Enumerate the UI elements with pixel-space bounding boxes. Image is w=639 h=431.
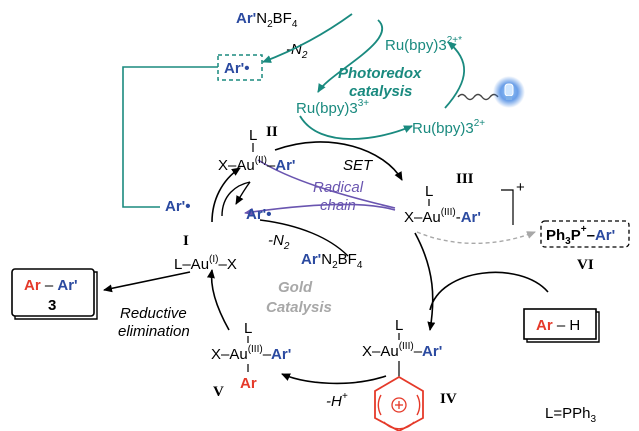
- complex-II-formula: X–Au(II)–Ar': [218, 155, 296, 174]
- arrow-radical-chain: [244, 203, 396, 216]
- complex-I: I L–Au(I)–X: [174, 233, 237, 273]
- aryl-radical-box-label: Ar'•: [224, 60, 250, 77]
- arrow-I-to-II: [211, 167, 241, 223]
- radical-feed-line: [122, 66, 218, 208]
- complex-II: II L X–Au(II)–Ar': [218, 124, 296, 174]
- arrow-II-to-III: [274, 141, 403, 181]
- complex-IV-label: IV: [440, 391, 457, 407]
- set-label: SET: [343, 157, 374, 174]
- arrow-radical-chain-upper: [257, 159, 396, 209]
- complex-V-formula: X–Au(III)–Ar': [211, 344, 291, 363]
- complex-III: III L X–Au(III)-Ar' +: [404, 171, 525, 226]
- aryldiazonium-mid: Ar'N2BF4: [301, 251, 363, 271]
- arenium-ring: [374, 375, 424, 431]
- ru-excited: Ru(bpy)32+*: [385, 35, 462, 54]
- product-frame: [11, 268, 95, 317]
- product-formula: Ar – Ar': [24, 277, 78, 294]
- complex-IV-L: L: [395, 317, 403, 334]
- complex-I-formula: L–Au(I)–X: [174, 254, 237, 273]
- complex-III-bracket: [501, 189, 514, 225]
- arrow-arene-in: [429, 271, 549, 311]
- radical-chain-2: chain: [320, 197, 356, 214]
- complex-VI-formula: Ph3P+–Ar': [546, 224, 615, 247]
- photoredox-title-1: Photoredox: [338, 65, 422, 82]
- arrow-ground-to-excited: [444, 41, 466, 109]
- complex-V-label: V: [213, 384, 224, 400]
- light-wave: [457, 93, 499, 101]
- arrow-excited-to-oxidized: [317, 19, 383, 93]
- gold-title-2: Catalysis: [266, 299, 332, 316]
- complex-V-L: L: [244, 320, 252, 337]
- gold-title-1: Gold: [278, 279, 313, 296]
- complex-III-label: III: [456, 171, 474, 187]
- complex-II-L: L: [249, 127, 257, 144]
- aryl-radical-left: Ar'•: [165, 198, 191, 215]
- complex-VI-label: VI: [577, 257, 594, 273]
- arrow-V-to-I: [206, 269, 230, 331]
- complex-III-formula: X–Au(III)-Ar': [404, 207, 481, 226]
- complex-IV-formula: X–Au(III)–Ar': [362, 341, 442, 360]
- product-number: 3: [48, 297, 56, 314]
- reductive-2: elimination: [118, 323, 190, 340]
- photoredox-title-2: catalysis: [349, 83, 412, 100]
- arrow-III-to-IV: [414, 232, 436, 331]
- aryldiazonium-top: Ar'N2BF4: [236, 10, 298, 30]
- ligand-definition: L=PPh3: [545, 405, 596, 425]
- complex-I-label: I: [183, 233, 189, 249]
- arrow-diazonium-to-radical: [262, 13, 353, 63]
- radical-chain-1: Radical: [313, 179, 364, 196]
- ru-ground: Ru(bpy)32+: [412, 118, 485, 137]
- arene-frame: [523, 308, 597, 340]
- arrow-diazonium-chain: [259, 219, 349, 257]
- arene-box: Ar – H: [523, 308, 600, 343]
- gold-cycle: SET -H+ Radical chain -N2 Ar'N2BF4 Ar'• …: [165, 141, 549, 410]
- minus-n2-mid: -N2: [268, 232, 290, 252]
- complex-V: L X–Au(III)–Ar' Ar V: [211, 320, 291, 400]
- arrow-oxidized-to-ground: [299, 115, 413, 140]
- aryl-radical-mid: Ar'•: [246, 206, 272, 223]
- complex-V-ar: Ar: [240, 375, 257, 392]
- complex-VI-box: [540, 220, 630, 248]
- minus-h-label: -H+: [326, 391, 348, 410]
- complex-III-L: L: [425, 183, 433, 200]
- complex-III-charge: +: [516, 179, 525, 196]
- light-bulb-icon: [504, 83, 514, 100]
- arrow-IV-to-V: [281, 373, 387, 385]
- reductive-1: Reductive: [120, 305, 187, 322]
- complex-II-label: II: [266, 124, 278, 140]
- arrow-radical-add-head: [235, 181, 251, 205]
- product-box: Ar – Ar' 3: [11, 268, 98, 320]
- arrow-radical-add: [221, 181, 251, 217]
- arrow-to-VI: [416, 231, 536, 245]
- complex-IV: L X–Au(III)–Ar' IV: [362, 317, 457, 431]
- photoredox-cycle: Ar'N2BF4 -N2 Ru(bpy)32+* Photoredox cata…: [217, 10, 525, 140]
- arene-formula: Ar – H: [536, 317, 580, 334]
- aryl-radical-box: [217, 54, 263, 81]
- complex-VI: Ph3P+–Ar' VI: [540, 220, 630, 273]
- ru-oxidized: Ru(bpy)33+: [296, 98, 369, 117]
- arrow-to-product: [103, 271, 191, 293]
